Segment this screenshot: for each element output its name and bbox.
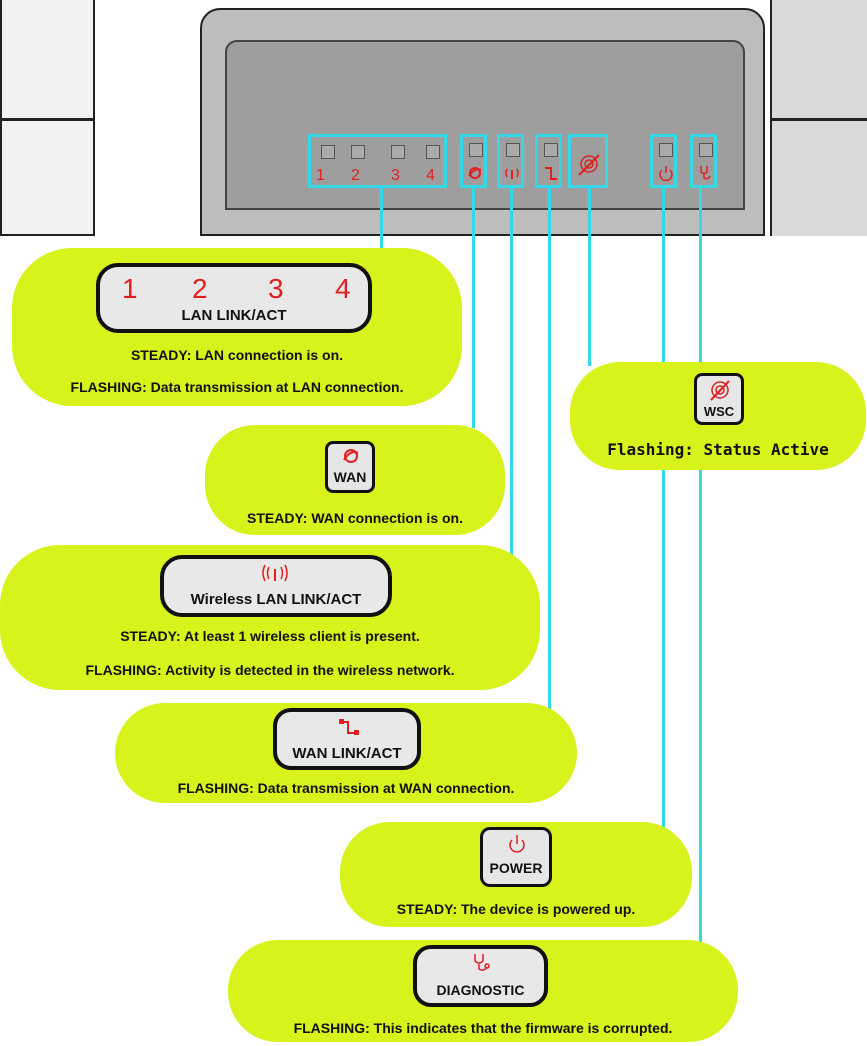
diagnostic-connector-line-lower	[699, 470, 702, 950]
power-connector-line-lower	[662, 470, 665, 830]
wan-link-callout: WAN LINK/ACT FLASHING: Data transmission…	[115, 703, 577, 803]
wan-link-label-box: WAN LINK/ACT	[273, 708, 421, 770]
wireless-label-text: Wireless LAN LINK/ACT	[190, 591, 362, 608]
lan-led-2	[351, 145, 365, 159]
wsc-connector-line	[588, 188, 591, 366]
lan-led-number-3: 3	[391, 167, 400, 184]
wan-link-icon	[545, 167, 557, 180]
wan-globe-icon	[468, 167, 482, 179]
lan-label-number-2: 2	[192, 273, 208, 304]
wsc-flashing-text: Flashing: Status Active	[607, 440, 829, 459]
wan-link-badge-icon	[339, 719, 359, 735]
power-badge-label: POWER	[489, 860, 543, 876]
power-led	[659, 143, 673, 157]
lan-led-4	[426, 145, 440, 159]
wan-callout: WAN STEADY: WAN connection is on.	[205, 425, 505, 535]
wan-link-led-highlight	[535, 134, 562, 188]
wireless-badge-antenna-icon	[262, 564, 288, 582]
router-left-seam	[0, 118, 95, 121]
wsc-badge: WSC	[694, 373, 744, 425]
lan-connector-line	[380, 188, 383, 250]
power-callout: POWER STEADY: The device is powered up.	[340, 822, 692, 927]
diagnostic-callout: DIAGNOSTIC FLASHING: This indicates that…	[228, 940, 738, 1042]
lan-label-number-4: 4	[335, 273, 351, 304]
diagnostic-led	[699, 143, 713, 157]
lan-steady-text: STEADY: LAN connection is on.	[130, 347, 344, 363]
router-right-seam	[770, 118, 867, 121]
diagnostic-connector-line-upper	[699, 188, 702, 363]
power-badge: POWER	[480, 827, 552, 887]
wan-badge-label: WAN	[333, 469, 367, 485]
lan-label-text: LAN LINK/ACT	[181, 307, 287, 324]
lan-callout: 1 2 3 4 LAN LINK/ACT STEADY: LAN connect…	[12, 248, 462, 406]
wireless-connector-line	[510, 188, 513, 558]
lan-led-number-1: 1	[316, 167, 325, 184]
wireless-led-highlight	[497, 134, 524, 188]
diagnostic-label-box: DIAGNOSTIC	[413, 945, 548, 1007]
lan-led-group-highlight: 1 2 3 4	[308, 134, 447, 188]
wan-led	[469, 143, 483, 157]
wireless-antenna-icon	[505, 168, 519, 179]
wan-led-highlight	[460, 134, 487, 188]
diagnostic-label-text: DIAGNOSTIC	[436, 982, 525, 998]
lan-led-number-4: 4	[426, 167, 435, 184]
power-led-highlight	[650, 134, 677, 188]
wan-link-flashing-text: FLASHING: Data transmission at WAN conne…	[177, 780, 515, 796]
power-connector-line-upper	[662, 188, 665, 363]
diagnostic-badge-stethoscope-icon	[474, 954, 490, 971]
wireless-flashing-text: FLASHING: Activity is detected in the wi…	[85, 662, 455, 678]
wan-badge-globe-icon	[343, 449, 359, 463]
wan-link-label-text: WAN LINK/ACT	[292, 745, 402, 762]
diagnostic-led-highlight	[690, 134, 717, 188]
lan-led-number-2: 2	[351, 167, 360, 184]
wan-connector-line	[472, 188, 475, 428]
wan-badge: WAN	[325, 441, 375, 493]
power-badge-icon	[509, 835, 525, 853]
power-icon	[659, 166, 673, 181]
lan-label-number-3: 3	[268, 273, 284, 304]
lan-label-number-1: 1	[122, 273, 138, 304]
diagnostic-stethoscope-icon	[700, 166, 711, 180]
lan-label-box: 1 2 3 4 LAN LINK/ACT	[96, 263, 372, 333]
wan-link-led	[544, 143, 558, 157]
wireless-callout: Wireless LAN LINK/ACT STEADY: At least 1…	[0, 545, 540, 690]
lan-led-1	[321, 145, 335, 159]
wsc-callout: WSC Flashing: Status Active	[570, 362, 866, 470]
wsc-fingerprint-icon	[578, 154, 600, 176]
wireless-led	[506, 143, 520, 157]
power-steady-text: STEADY: The device is powered up.	[396, 901, 636, 917]
wan-link-connector-line	[548, 188, 551, 710]
diagnostic-flashing-text: FLASHING: This indicates that the firmwa…	[293, 1020, 673, 1036]
wireless-steady-text: STEADY: At least 1 wireless client is pr…	[120, 628, 420, 644]
wsc-led-highlight	[568, 134, 608, 188]
lan-flashing-text: FLASHING: Data transmission at LAN conne…	[70, 379, 404, 395]
lan-led-3	[391, 145, 405, 159]
wsc-badge-label: WSC	[703, 404, 735, 419]
wsc-badge-fingerprint-icon	[710, 380, 730, 401]
wan-steady-text: STEADY: WAN connection is on.	[247, 510, 463, 526]
wireless-label-box: Wireless LAN LINK/ACT	[160, 555, 392, 617]
